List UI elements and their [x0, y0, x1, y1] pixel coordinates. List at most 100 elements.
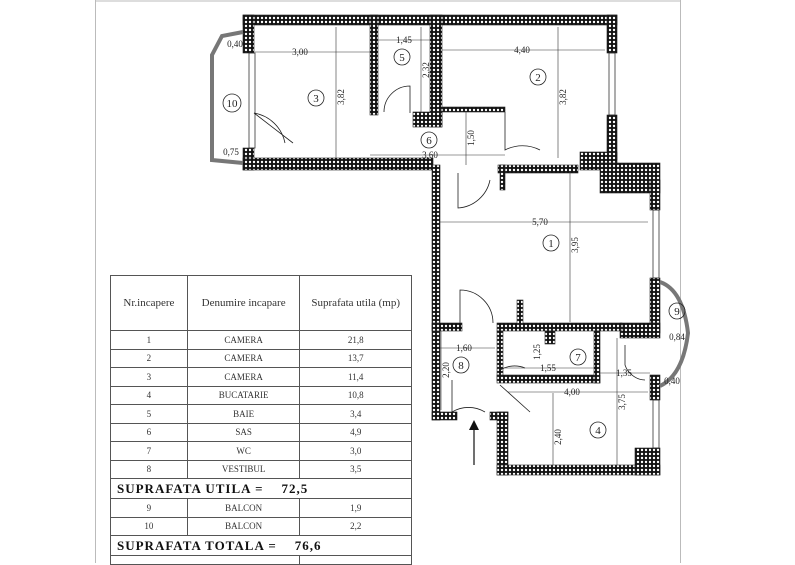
room-number: 10	[227, 98, 239, 110]
cell-nr: 4	[110, 385, 188, 405]
cell-area: 4,9	[299, 422, 412, 442]
dimension-label: 1,45	[396, 35, 412, 45]
room-7-marker	[569, 348, 587, 366]
cell-name: BAIE	[186, 404, 301, 424]
column-header: Denumire incapare	[186, 275, 301, 331]
cell-nr: 8	[110, 459, 188, 479]
dimension-label: 3,82	[336, 89, 346, 105]
dimension-lines	[255, 27, 650, 465]
dimension-label: 3,75	[617, 394, 627, 410]
dimension-label: 1,55	[540, 363, 556, 373]
balcony-9	[659, 280, 691, 388]
cell-name: BALCON	[186, 516, 301, 536]
summary-label: SUPRAFATA TOTALA =	[117, 537, 277, 553]
cell-area: 3,5	[299, 459, 412, 479]
room-number: 2	[535, 72, 541, 84]
dimension-label: 3,82	[558, 89, 568, 105]
cell-area: 10,8	[299, 385, 412, 405]
dimension-label: 0,40	[227, 39, 243, 49]
room-labels	[222, 48, 686, 439]
dimension-label: 3,00	[292, 47, 308, 57]
dimension-label: 1,35	[616, 368, 632, 378]
cell-area: 3,4	[299, 404, 412, 424]
doors	[253, 85, 646, 413]
cell-name: SAS	[186, 422, 301, 442]
column-header: Nr.incapere	[110, 275, 188, 331]
cell-name: VESTIBUL	[186, 459, 301, 479]
room-1-marker	[542, 234, 560, 252]
walls	[242, 14, 661, 476]
cell-name: CAMERA	[186, 330, 301, 350]
room-5-marker	[393, 48, 411, 66]
room-number: 8	[458, 360, 464, 372]
entrance-arrow-icon	[469, 420, 479, 465]
room-number: 6	[426, 135, 432, 147]
room-area-table: Nr.incapere Denumire incapare Suprafata …	[109, 275, 412, 565]
cut-off-row	[109, 555, 412, 565]
cell-area: 3,0	[299, 441, 412, 461]
room-number: 9	[674, 306, 680, 318]
cell-nr: 1	[110, 330, 188, 350]
summary-row-utila: SUPRAFATA UTILA = 72,5	[110, 478, 412, 499]
summary-label: SUPRAFATA UTILA =	[117, 480, 264, 496]
cell-area: 11,4	[299, 367, 412, 387]
dimension-label: 2,20	[441, 362, 451, 378]
summary-row-totala: SUPRAFATA TOTALA = 76,6	[110, 535, 412, 556]
dimension-label: 3,60	[422, 150, 438, 160]
room-4-marker	[589, 421, 607, 439]
dimension-label: 0,40	[664, 376, 680, 386]
room-10-marker	[222, 93, 242, 113]
room-9-marker	[668, 302, 686, 320]
cell-name: CAMERA	[186, 367, 301, 387]
cell-nr: 10	[110, 516, 188, 536]
room-8-marker	[452, 356, 470, 374]
cell-nr: 2	[110, 348, 188, 368]
room-2-marker	[529, 68, 547, 86]
dimension-label: 4,40	[514, 45, 530, 55]
dimension-label: 0,84	[669, 332, 685, 342]
column-header: Suprafata utila (mp)	[299, 275, 412, 331]
page-frame-left	[95, 0, 96, 563]
cell-nr: 3	[110, 367, 188, 387]
cell-name: BALCON	[186, 498, 301, 518]
table-header-row: Nr.incapere Denumire incapare Suprafata …	[110, 275, 412, 331]
cell-name: BUCATARIE	[186, 385, 301, 405]
room-number: 5	[399, 52, 405, 64]
dimension-label: 4,00	[564, 387, 580, 397]
cell-area: 13,7	[299, 348, 412, 368]
cell-area: 2,2	[299, 516, 412, 536]
dimension-label: 1,60	[456, 343, 472, 353]
cell-nr: 9	[110, 498, 188, 518]
cell-nr: 6	[110, 422, 188, 442]
cell-nr: 5	[110, 404, 188, 424]
dimension-label: 3,95	[570, 237, 580, 253]
dimension-label: 1,50	[466, 130, 476, 146]
dimension-label: 0,75	[223, 147, 239, 157]
cell-name: CAMERA	[186, 348, 301, 368]
room-number: 1	[548, 238, 554, 250]
cell-nr: 7	[110, 441, 188, 461]
cell-name: WC	[186, 441, 301, 461]
balcony-10	[210, 30, 244, 165]
dimension-label: 2,40	[553, 429, 563, 445]
summary-value: 72,5	[281, 480, 309, 496]
page-frame-right	[680, 0, 681, 563]
dimension-label: 1,25	[532, 344, 542, 360]
dimension-label: 2,32	[421, 62, 431, 78]
room-3-marker	[307, 89, 325, 107]
cell-area: 21,8	[299, 330, 412, 350]
room-6-marker	[420, 131, 438, 149]
summary-value: 76,6	[294, 537, 322, 553]
windows	[248, 52, 660, 449]
room-number: 4	[595, 425, 601, 437]
